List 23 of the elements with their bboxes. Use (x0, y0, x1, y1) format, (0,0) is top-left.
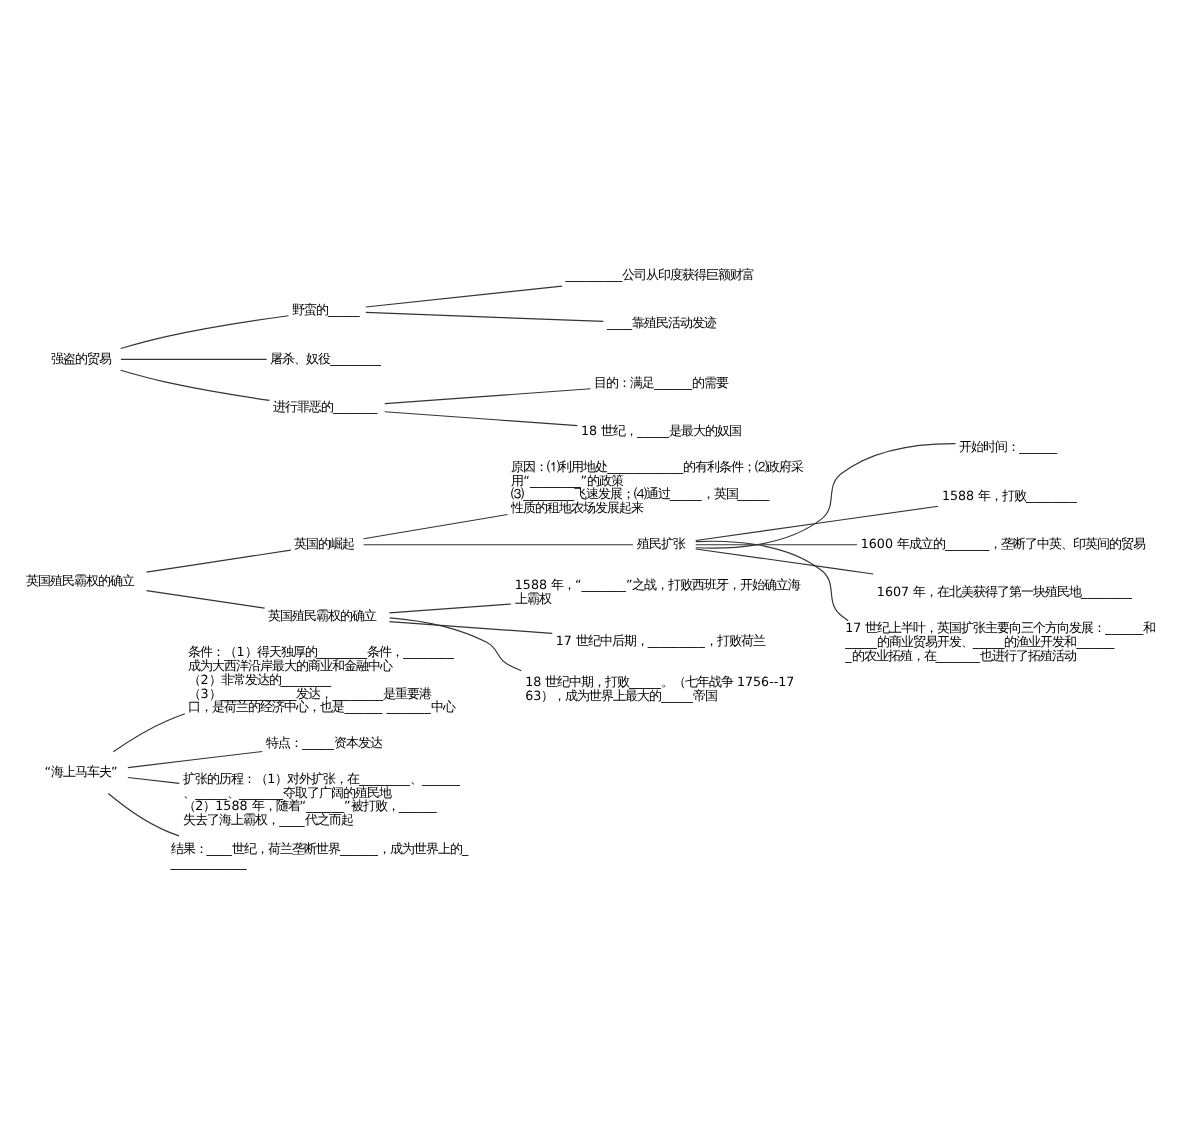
connector (384, 410, 578, 426)
connector (362, 543, 634, 545)
connector (107, 792, 180, 836)
connector (127, 749, 263, 768)
connector (120, 357, 268, 359)
connector (120, 368, 271, 400)
connector (365, 310, 604, 321)
connector (145, 589, 266, 608)
connector (695, 547, 874, 574)
connector (384, 387, 592, 404)
connector (365, 284, 563, 307)
connector (695, 543, 858, 545)
connector (120, 314, 290, 349)
connector (388, 602, 512, 613)
connector (112, 712, 186, 752)
connector (695, 539, 849, 621)
connector (388, 620, 553, 633)
connector (389, 616, 522, 671)
connector (695, 442, 957, 548)
connector (127, 775, 180, 783)
connector (145, 548, 292, 572)
connector (362, 512, 509, 539)
connector (695, 504, 939, 541)
